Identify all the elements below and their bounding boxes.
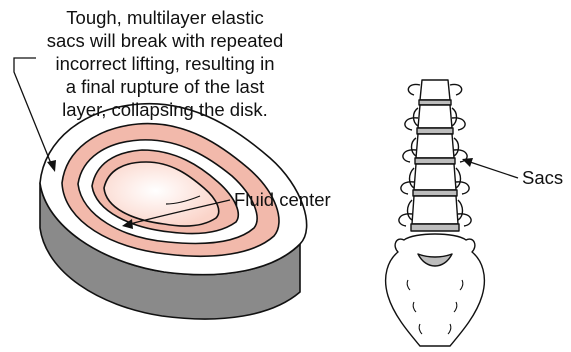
disk-gray-1 bbox=[419, 100, 451, 105]
vertebra-3 bbox=[416, 134, 454, 158]
disk-gray-2 bbox=[417, 128, 453, 134]
disk-gray-5 bbox=[411, 224, 459, 231]
caption-line-1: Tough, multilayer elastic bbox=[6, 6, 324, 29]
sacs-label: Sacs bbox=[522, 167, 563, 189]
sacs-arrow bbox=[462, 158, 518, 178]
disk-gray-3 bbox=[415, 158, 455, 164]
vertebra-1 bbox=[420, 80, 450, 100]
vertebra-2 bbox=[418, 105, 452, 128]
caption-line-2: sacs will break with repeated bbox=[6, 29, 324, 52]
sacrum bbox=[386, 234, 485, 346]
caption: Tough, multilayer elastic sacs will brea… bbox=[6, 6, 324, 121]
disk bbox=[40, 104, 307, 319]
caption-line-3: incorrect lifting, resulting in bbox=[6, 52, 324, 75]
spine bbox=[386, 80, 485, 346]
caption-line-5: layer, collapsing the disk. bbox=[6, 98, 324, 121]
vertebra-5 bbox=[412, 196, 458, 224]
disk-gray-4 bbox=[413, 190, 457, 196]
caption-line-4: a final rupture of the last bbox=[6, 75, 324, 98]
fluid-center-label: Fluid center bbox=[234, 189, 331, 211]
vertebra-4 bbox=[414, 164, 456, 190]
